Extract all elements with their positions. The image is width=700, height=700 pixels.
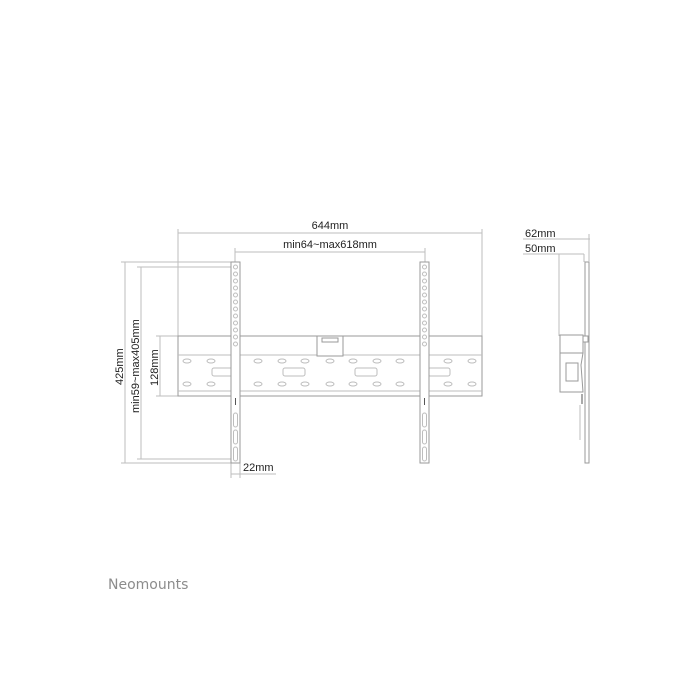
right-vertical-arm — [419, 261, 430, 464]
min-depth-label: 50mm — [525, 243, 556, 255]
max-depth-label: 62mm — [525, 228, 556, 240]
overall-height-label: 425mm — [114, 348, 126, 385]
brand-logo: Neomounts — [108, 577, 189, 593]
left-vertical-arm — [230, 261, 241, 464]
hole-spacing-horizontal-label: min64~max618mm — [283, 239, 377, 251]
rail-height-label: 128mm — [149, 349, 161, 386]
arm-width-label: 22mm — [243, 462, 274, 474]
bracket-top — [559, 334, 584, 354]
wall-plate-side — [584, 261, 590, 464]
overall-width-label: 644mm — [312, 220, 349, 232]
hole-spacing-vertical-label: min59~max405mm — [130, 319, 142, 413]
side-view: 62mm 50mm — [523, 228, 590, 464]
front-view: 644mm min64~max618mm 425mm min59~max405m… — [114, 220, 483, 478]
